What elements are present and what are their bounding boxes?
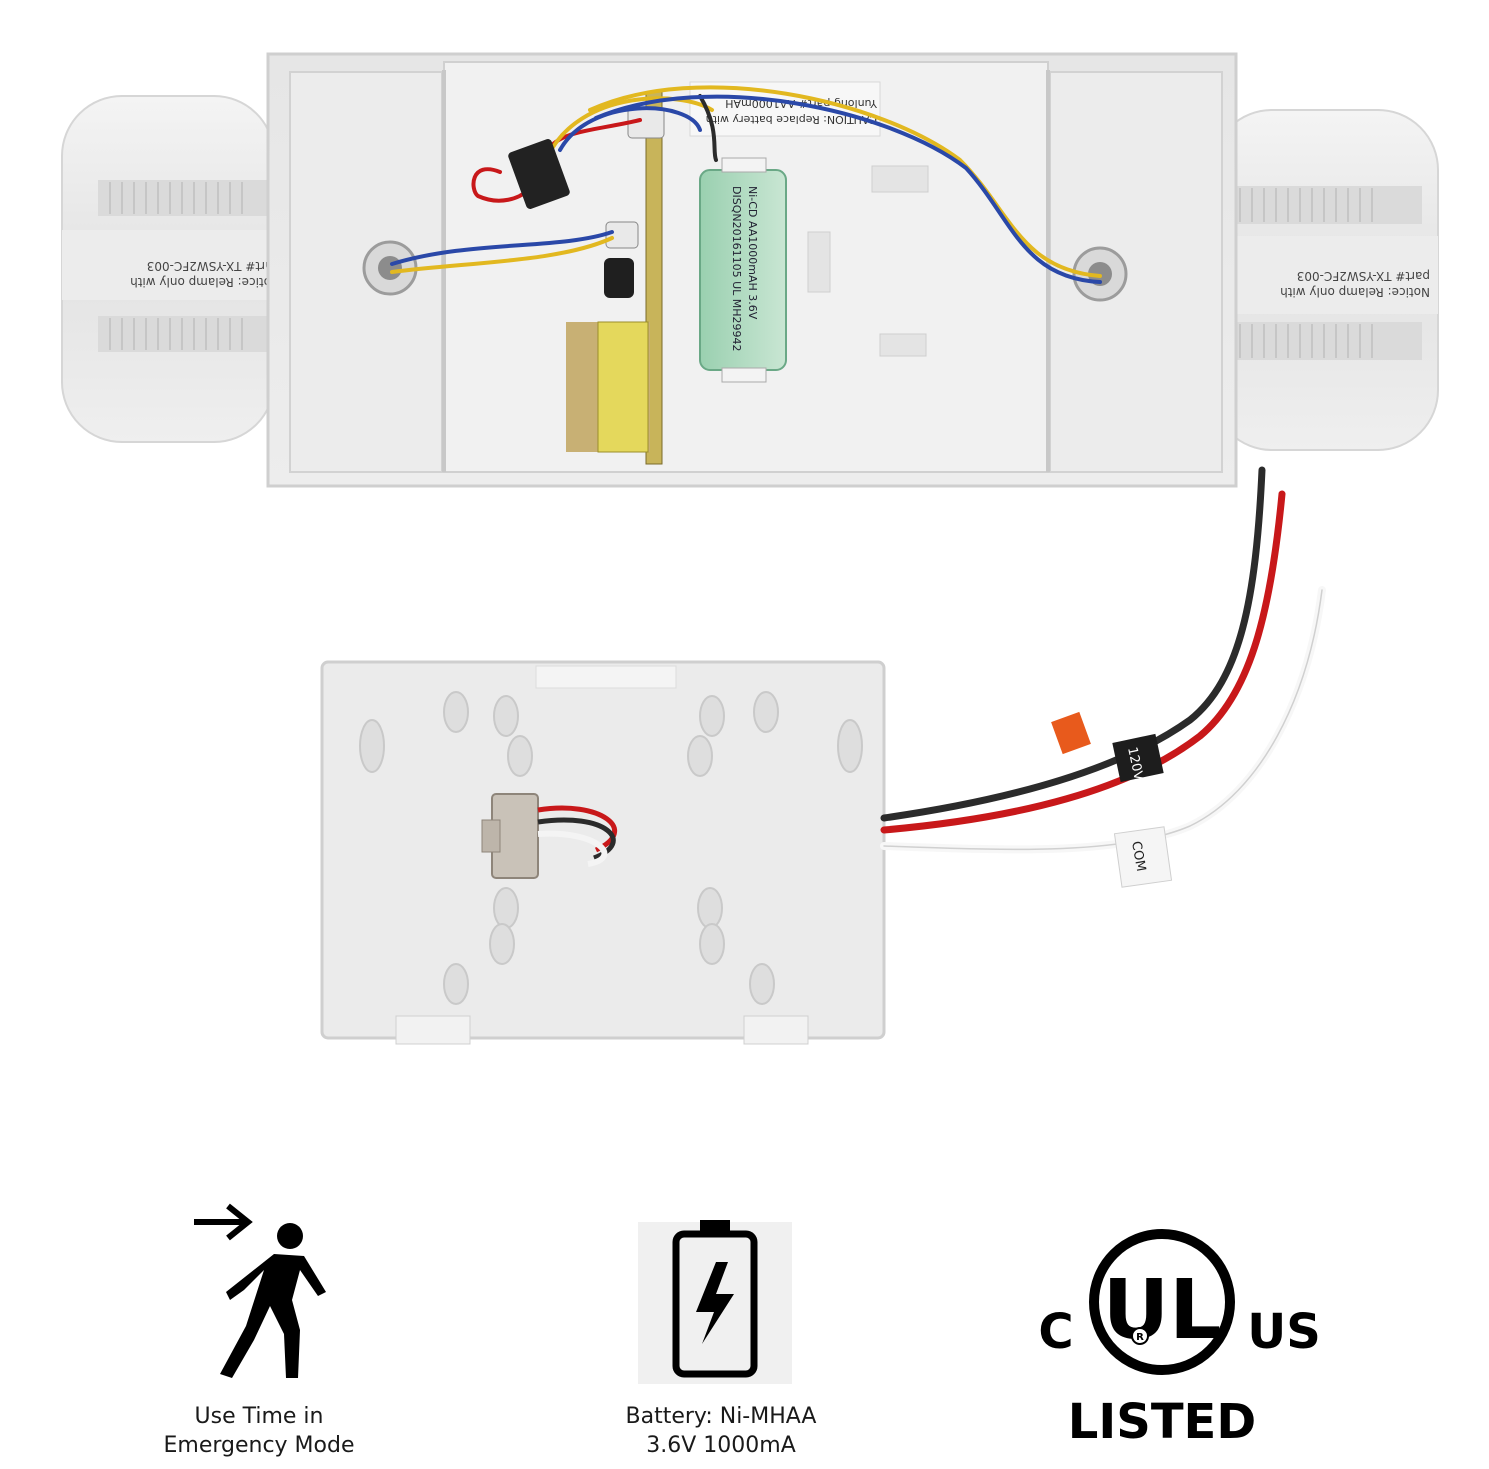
wire-tag-120v: 120V	[1124, 746, 1146, 782]
ul-caption: LISTED	[1068, 1394, 1256, 1450]
walking-person-exit-icon	[194, 1203, 326, 1378]
battery-label-line2: DISQN20161105 UL MH29942	[730, 186, 743, 352]
right-lamp-head: Notice: Relamp only with part# TX-YSW2FC…	[1211, 109, 1439, 451]
emergency-light-housing: Notice: Relamp only with part# TX-YSW2FC…	[61, 52, 1439, 488]
mounting-back-plate	[320, 660, 886, 1045]
battery-charge-icon	[638, 1220, 792, 1384]
ul-prefix: C	[1038, 1304, 1073, 1360]
feature-1-line2: Emergency Mode	[163, 1433, 355, 1458]
housing-notice-right-line1: Notice: Relamp only with	[1280, 285, 1430, 299]
battery-pack: Ni-CD AA1000mAH 3.6V DISQN20161105 UL MH…	[699, 157, 787, 383]
left-lamp-head: Notice: Relamp only with part# TX-YSW2FC…	[61, 95, 280, 443]
supply-leads	[880, 466, 1326, 854]
feature-2-line1: Battery: Ni-MHAA	[625, 1404, 817, 1429]
housing-notice-left-line2: part# TX-YSW2FC-003	[147, 259, 280, 273]
caution-label-line1: CAUTION: Replace battery with	[706, 113, 877, 126]
feature-caption-battery: Battery: Ni-MHAA 3.6V 1000mA	[600, 1402, 842, 1460]
internal-wiring	[390, 85, 1102, 284]
ul-mark: UL	[1103, 1263, 1222, 1358]
ul-listed-logo: UL R C US LISTED	[1038, 1229, 1321, 1450]
feature-caption-emergency-time: Use Time in Emergency Mode	[148, 1402, 370, 1460]
housing-notice-left-line1: Notice: Relamp only with	[130, 275, 280, 289]
feature-1-line1: Use Time in	[194, 1404, 324, 1429]
wire-tag-com: COM	[1128, 840, 1148, 873]
ul-suffix: US	[1247, 1304, 1321, 1360]
feature-2-line2: 3.6V 1000mA	[646, 1433, 796, 1458]
housing-notice-right-line2: part# TX-YSW2FC-003	[1297, 269, 1430, 283]
svg-text:R: R	[1136, 1332, 1144, 1343]
battery-label-line1: Ni-CD AA1000mAH 3.6V	[746, 186, 759, 320]
